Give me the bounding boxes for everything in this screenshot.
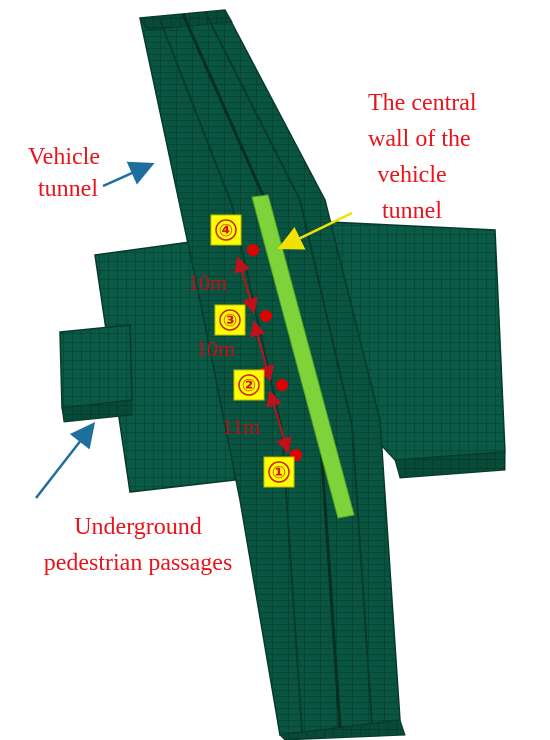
badge-label-2: ②	[242, 376, 256, 396]
central-wall-label-line3: vehicle	[377, 162, 446, 188]
pedestrian-arrow	[35, 422, 96, 499]
vehicle-tunnel-end-face	[278, 719, 406, 740]
central-wall-label-line1: The central	[368, 90, 477, 116]
tunnel-inner-right	[204, 11, 373, 725]
measurement-points	[247, 244, 302, 461]
central-wall	[251, 194, 355, 519]
marker-point-4	[247, 244, 259, 256]
central-wall-label-line2: wall of the	[368, 126, 471, 152]
cross-passage-right-side	[394, 451, 506, 479]
pedestrian-annex	[59, 324, 133, 409]
vehicle-tunnel-label: Vehicle tunnel	[28, 144, 100, 202]
vehicle-tunnel-label-line1: Vehicle	[28, 144, 100, 170]
pedestrian-annex-side	[61, 399, 133, 423]
badge-point-4: ④	[210, 214, 242, 246]
badge-point-2: ②	[233, 369, 265, 401]
distance-3-2: 10m	[196, 336, 235, 361]
central-wall-arrow	[277, 211, 353, 250]
central-wall-label: The central wall of the vehicle tunnel	[368, 90, 477, 224]
tunnel-inner-left	[159, 19, 303, 733]
pedestrian-label: Underground pedestrian passages	[44, 514, 233, 576]
distance-lines	[234, 256, 292, 454]
pedestrian-label-line1: Underground	[74, 514, 202, 540]
central-wall-label-line4: tunnel	[382, 198, 442, 224]
pedestrian-label-line2: pedestrian passages	[44, 550, 233, 576]
distance-2-1: 11m	[222, 414, 260, 439]
vehicle-tunnel-arrow	[102, 161, 155, 188]
distance-4-3: 10m	[188, 270, 227, 295]
marker-point-3	[260, 310, 272, 322]
badge-label-3: ③	[223, 311, 237, 331]
badge-point-3: ③	[214, 304, 246, 336]
vehicle-tunnel-label-line2: tunnel	[38, 176, 98, 202]
badge-label-4: ④	[219, 221, 233, 241]
badge-point-1: ①	[263, 456, 295, 488]
marker-point-2	[276, 379, 288, 391]
badge-label-1: ①	[272, 463, 286, 483]
